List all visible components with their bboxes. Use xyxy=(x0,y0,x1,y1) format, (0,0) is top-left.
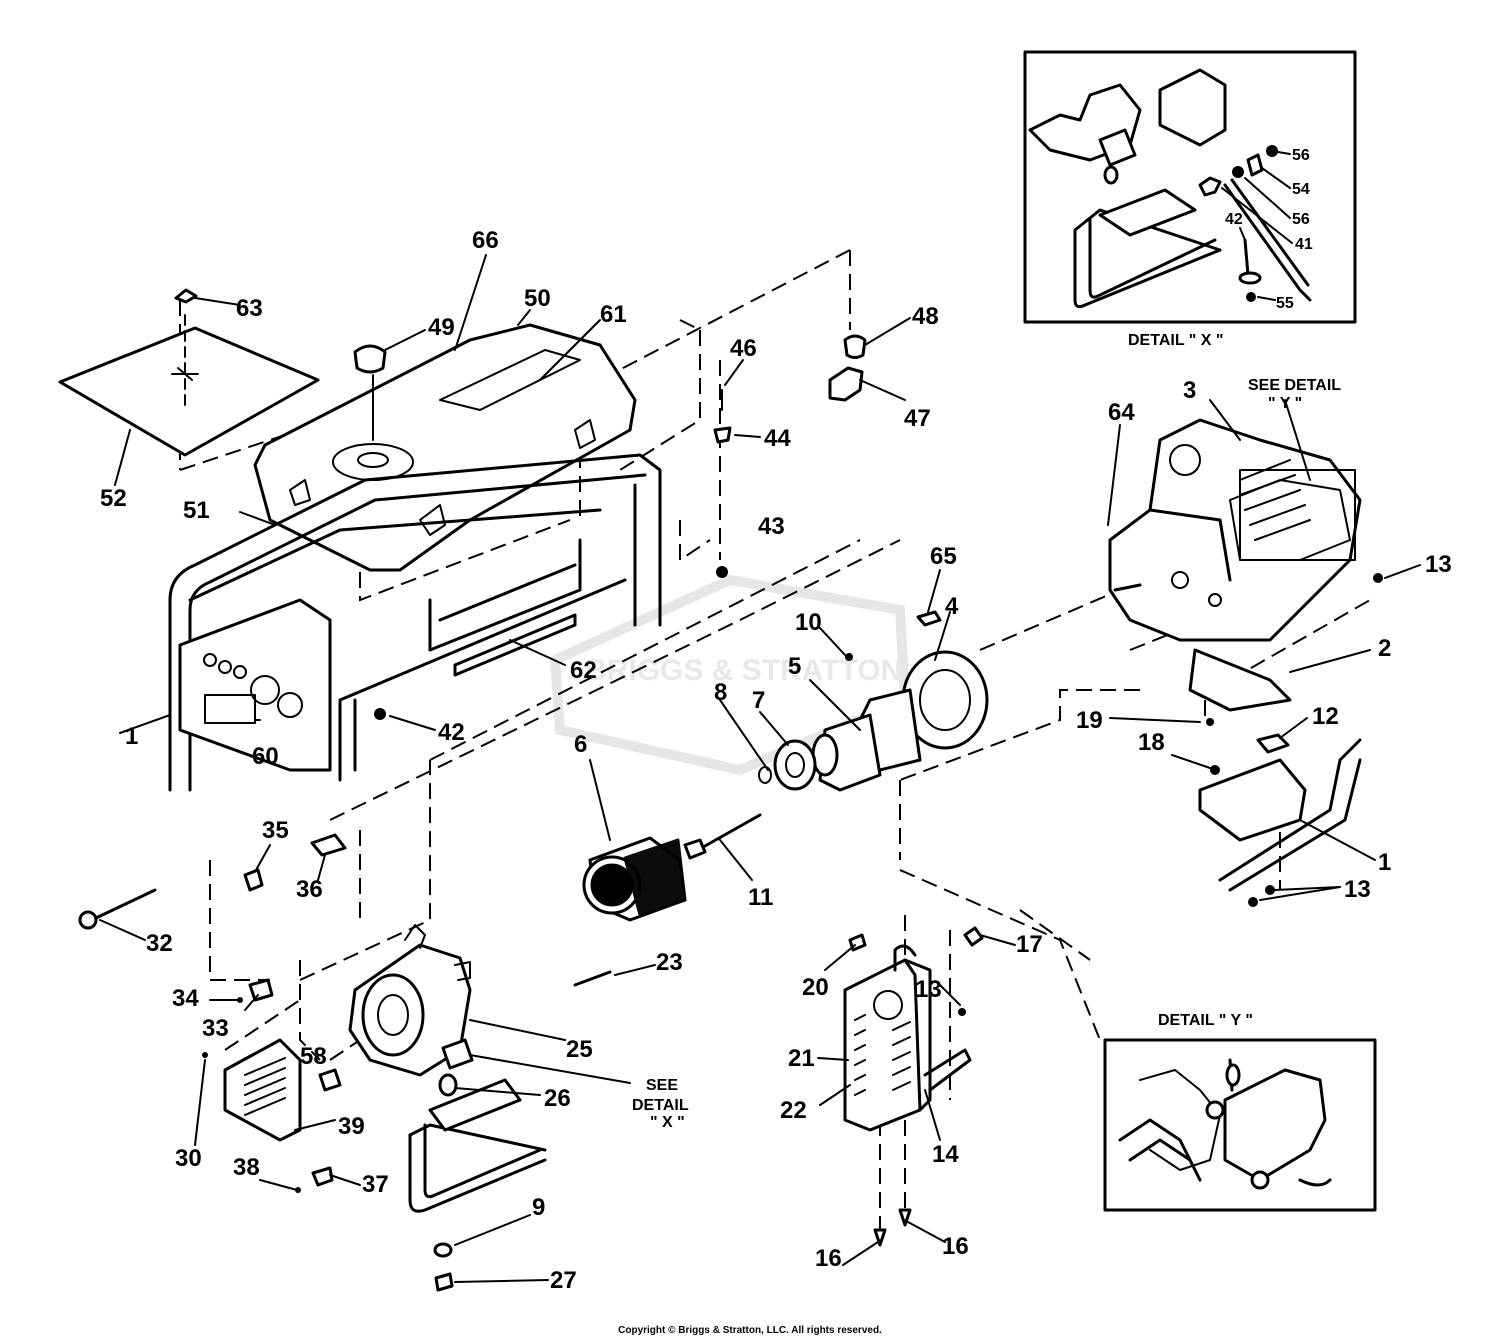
part-label: 58 xyxy=(300,1043,327,1070)
detail-y-box: DETAIL " Y " xyxy=(1103,1012,1377,1212)
rotor-stator-group xyxy=(683,610,989,860)
part-label: 19 xyxy=(1076,707,1103,734)
part-label: 13 xyxy=(1425,551,1452,578)
part-label: 25 xyxy=(566,1036,593,1063)
part-label: 42 xyxy=(438,719,465,746)
see-detail-x-text-3: " X " xyxy=(650,1114,685,1131)
part-label: 1 xyxy=(125,723,138,750)
part-50-fuel-tank xyxy=(253,323,637,572)
part-3-engine xyxy=(1108,418,1362,642)
part-label: 34 xyxy=(172,985,199,1012)
part-label: 5 xyxy=(788,653,801,680)
see-detail-x-text: SEE xyxy=(646,1077,678,1094)
part-label: 14 xyxy=(932,1141,959,1168)
part-label: 17 xyxy=(1016,931,1043,958)
part-52-panel xyxy=(58,288,320,457)
part-label: 35 xyxy=(262,817,289,844)
part-label: 38 xyxy=(233,1154,260,1181)
part-label: 60 xyxy=(252,743,279,770)
part-label: 51 xyxy=(183,497,210,524)
detail-part-label: 54 xyxy=(1292,181,1310,198)
part-label: 50 xyxy=(524,285,551,312)
part-label: 48 xyxy=(912,303,939,330)
part-label: 9 xyxy=(532,1194,545,1221)
detail-part-label: 55 xyxy=(1276,295,1294,312)
control-box xyxy=(843,926,984,1247)
part-1-frame xyxy=(168,453,662,792)
part-label: 20 xyxy=(802,974,829,1001)
part-label: 4 xyxy=(945,593,959,620)
detail-x-box: DETAIL " X " xyxy=(1023,50,1357,349)
part-label: 63 xyxy=(236,295,263,322)
part-label: 44 xyxy=(764,425,791,452)
detail-part-label: 41 xyxy=(1295,236,1313,253)
see-detail-y-text: SEE DETAIL xyxy=(1248,377,1341,394)
part-label: 52 xyxy=(100,485,127,512)
part-label: 7 xyxy=(752,687,765,714)
part-label: 33 xyxy=(202,1015,229,1042)
part-23-pin xyxy=(573,970,612,987)
left-small-parts xyxy=(78,833,347,1193)
watermark-text: BRIGGS & STRATTON xyxy=(585,654,902,687)
part-label: 43 xyxy=(758,513,785,540)
detail-part-label: 42 xyxy=(1225,211,1243,228)
part-label: 22 xyxy=(780,1097,807,1124)
part-6-cylinder xyxy=(582,836,687,922)
part-label: 21 xyxy=(788,1045,815,1072)
part-label: 37 xyxy=(362,1171,389,1198)
part-label: 1 xyxy=(1378,849,1391,876)
part-label: 26 xyxy=(544,1085,571,1112)
part-label: 3 xyxy=(1183,377,1196,404)
part-label: 6 xyxy=(574,731,587,758)
see-detail-y-text-2: " Y " xyxy=(1268,395,1302,412)
detail-part-label: 56 xyxy=(1292,147,1310,164)
part-label: 32 xyxy=(146,930,173,957)
see-detail-x-text-2: DETAIL xyxy=(632,1097,689,1114)
leader-lines xyxy=(99,151,1421,1283)
part-label: 46 xyxy=(730,335,757,362)
part-label: 11 xyxy=(748,884,773,911)
part-label: 23 xyxy=(656,949,683,976)
bottom-handle xyxy=(408,1073,547,1292)
part-label: 16 xyxy=(815,1245,842,1272)
part-number-labels: 66 63 50 49 61 48 46 47 44 52 51 43 64 3… xyxy=(100,147,1452,1294)
part-label: 12 xyxy=(1312,703,1339,730)
part-label: 39 xyxy=(338,1113,365,1140)
part-label: 30 xyxy=(175,1145,202,1172)
part-label: 65 xyxy=(930,543,957,570)
detail-y-title: DETAIL " Y " xyxy=(1158,1012,1253,1029)
engine-mount-parts xyxy=(1188,573,1383,907)
part-label: 10 xyxy=(795,609,822,636)
copyright-notice: Copyright © Briggs & Stratton, LLC. All … xyxy=(618,1325,882,1336)
part-label: 36 xyxy=(296,876,323,903)
part-62-plate xyxy=(453,613,577,677)
part-label: 64 xyxy=(1108,399,1135,426)
part-label: 18 xyxy=(1138,729,1165,756)
part-label: 61 xyxy=(600,301,627,328)
part-label: 47 xyxy=(904,405,931,432)
part-25-end-bell xyxy=(348,924,474,1077)
part-label: 13 xyxy=(915,976,942,1003)
part-label: 27 xyxy=(550,1267,577,1294)
detail-part-label: 56 xyxy=(1292,211,1310,228)
part-label: 13 xyxy=(1344,876,1371,903)
part-label: 62 xyxy=(570,657,597,684)
detail-x-title: DETAIL " X " xyxy=(1128,332,1223,349)
tank-fasteners xyxy=(713,334,867,661)
part-label: 8 xyxy=(714,679,727,706)
part-label: 2 xyxy=(1378,635,1391,662)
part-label: 66 xyxy=(472,227,499,254)
part-label: 16 xyxy=(942,1233,969,1260)
part-label: 49 xyxy=(428,314,455,341)
